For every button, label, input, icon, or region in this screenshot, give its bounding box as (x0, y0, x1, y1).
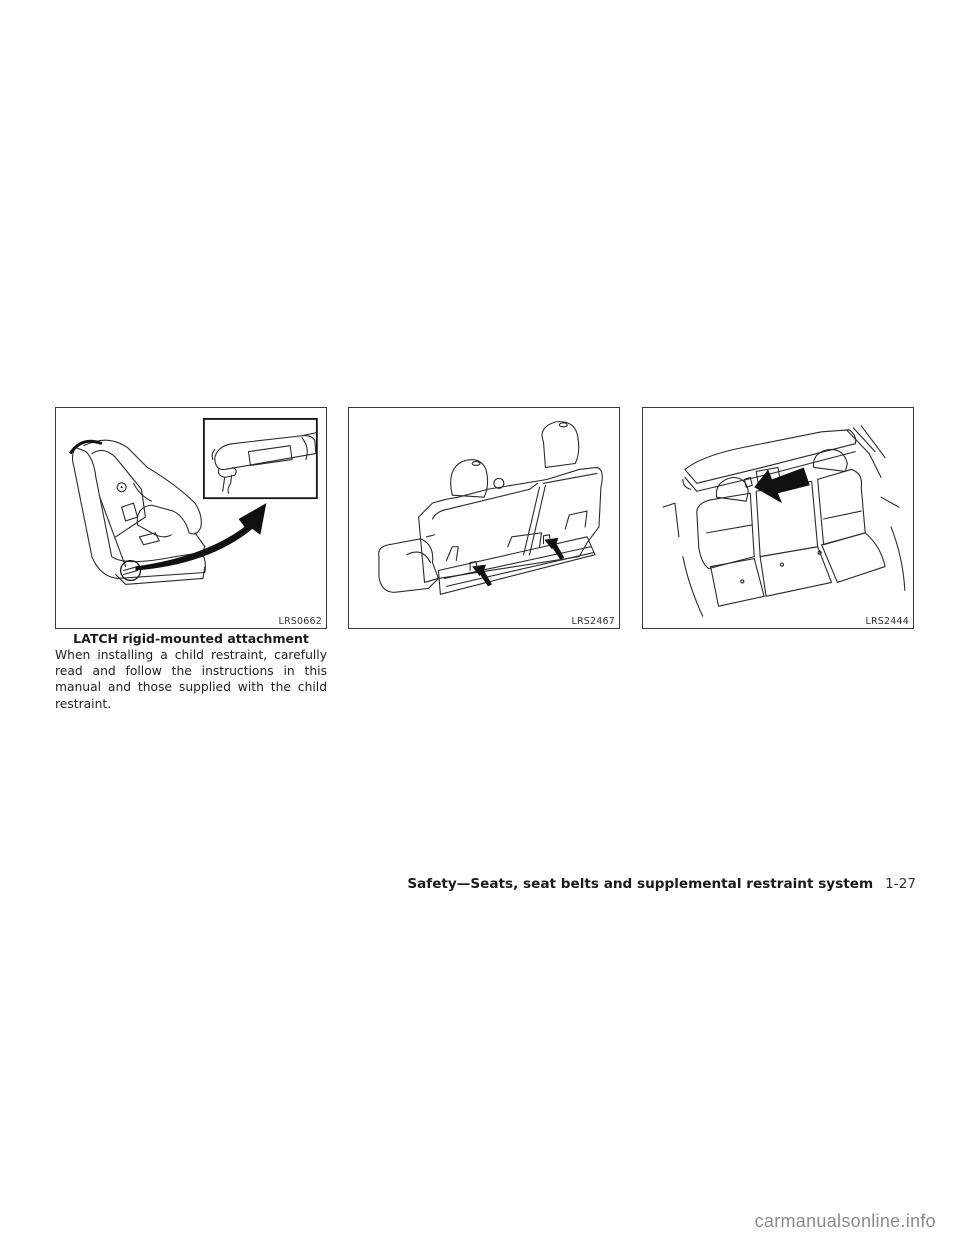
anchor-arrow-left (472, 564, 492, 587)
child-seat-illustration (68, 418, 318, 585)
body-paragraph: When installing a child restraint, caref… (55, 648, 327, 711)
rear-seat-overhead-illustration (662, 425, 906, 617)
arrow-to-inset (135, 503, 267, 571)
figure-caption: LATCH rigid-mounted attachment (73, 631, 309, 646)
figure-lower-anchors: LRS2467 (348, 407, 620, 629)
watermark: carmanualsonline.info (754, 1211, 936, 1231)
anchor-arrow-right (544, 537, 565, 560)
figure-code: LRS2444 (865, 616, 909, 627)
rear-seat-illustration (378, 421, 603, 595)
figure-top-tether: LRS2444 (642, 407, 914, 629)
anchor-highlight-circle (119, 559, 142, 582)
figure-code: LRS2467 (571, 616, 615, 627)
figure-code: LRS0662 (278, 616, 322, 627)
inset-frame (202, 418, 318, 500)
page-number: 1-27 (885, 876, 916, 892)
tether-anchor-arrow (754, 467, 810, 504)
figure-latch-attachment: LRS0662 (55, 407, 327, 629)
footer-section-title: Safety—Seats, seat belts and supplementa… (407, 876, 874, 892)
page-footer: Safety—Seats, seat belts and supplementa… (407, 876, 916, 892)
